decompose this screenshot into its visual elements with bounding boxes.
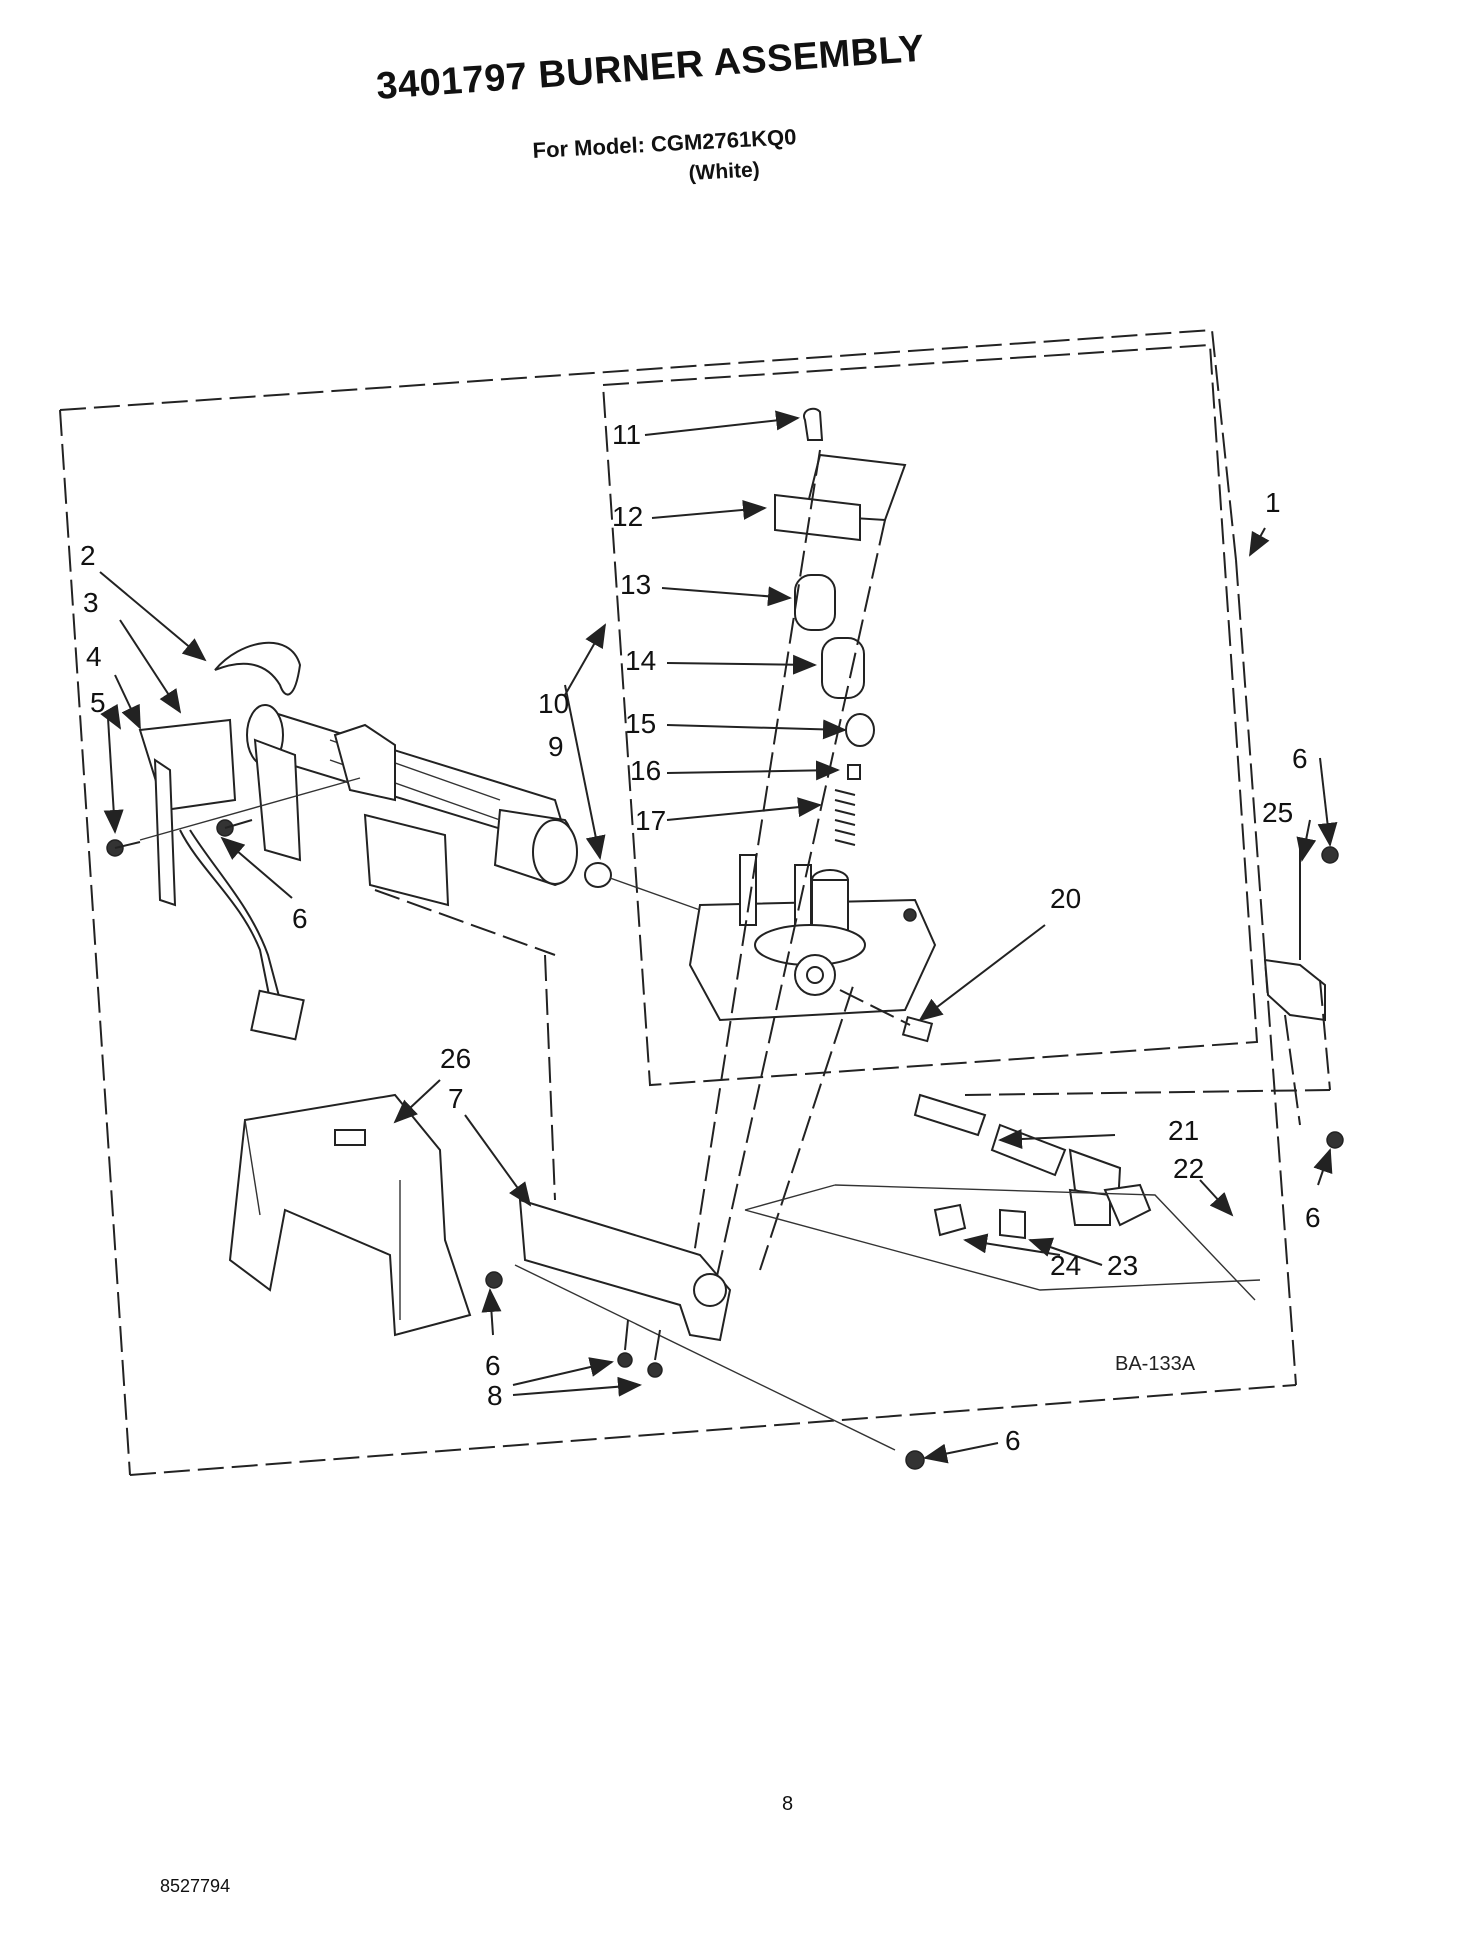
callout-22: 22	[1173, 1153, 1204, 1184]
screw-left-b	[216, 819, 253, 837]
callout-17: 17	[635, 805, 666, 836]
callout-14: 14	[625, 645, 656, 676]
pipe-fittings	[744, 1183, 1261, 1301]
callout-20: 20	[1050, 883, 1081, 914]
callout-6-right-top: 6	[1292, 743, 1308, 774]
callout-7: 7	[448, 1083, 464, 1114]
leader-arrows	[99, 410, 1338, 1464]
callout-15: 15	[625, 708, 656, 739]
screw-bottom	[905, 1450, 925, 1470]
right-bracket	[964, 840, 1344, 1149]
callout-1: 1	[1265, 487, 1281, 518]
callout-6-bottom-left: 6	[485, 1350, 501, 1381]
callout-3: 3	[83, 587, 99, 618]
mounting-bracket	[485, 954, 896, 1451]
page-number: 8	[782, 1793, 794, 1815]
tube-support-plate	[363, 813, 556, 956]
gas-valve	[688, 854, 937, 1022]
callout-23: 23	[1107, 1250, 1138, 1281]
callout-8: 8	[487, 1380, 503, 1411]
valve-subassembly-boundary	[602, 343, 1259, 1087]
screw-left-a	[106, 839, 141, 857]
callout-16: 16	[630, 755, 661, 786]
callout-5: 5	[90, 687, 106, 718]
callout-10: 10	[538, 688, 569, 719]
igniter-bracket	[138, 718, 361, 1041]
callout-24: 24	[1050, 1250, 1081, 1281]
valve-stack-parts	[774, 407, 907, 846]
frame-bracket	[228, 1093, 472, 1337]
callout-26: 26	[440, 1043, 471, 1074]
callout-9: 9	[548, 731, 564, 762]
callout-13: 13	[620, 569, 651, 600]
nozzle	[584, 862, 701, 911]
callout-6-bottom: 6	[1005, 1425, 1021, 1456]
screw-8b	[647, 1329, 663, 1378]
diagram-reference-code: BA-133A	[1115, 1353, 1196, 1375]
callout-6-left: 6	[292, 903, 308, 934]
callout-21: 21	[1168, 1115, 1199, 1146]
callout-25: 25	[1262, 797, 1293, 828]
callout-11: 11	[612, 419, 641, 450]
callout-12: 12	[612, 501, 643, 532]
callout-4: 4	[86, 641, 102, 672]
screw-8a	[617, 1319, 633, 1368]
callout-6-right-bottom: 6	[1305, 1202, 1321, 1233]
valve-stack-axis	[689, 449, 886, 1331]
callout-2: 2	[80, 540, 96, 571]
document-number: 8527794	[160, 1876, 231, 1896]
